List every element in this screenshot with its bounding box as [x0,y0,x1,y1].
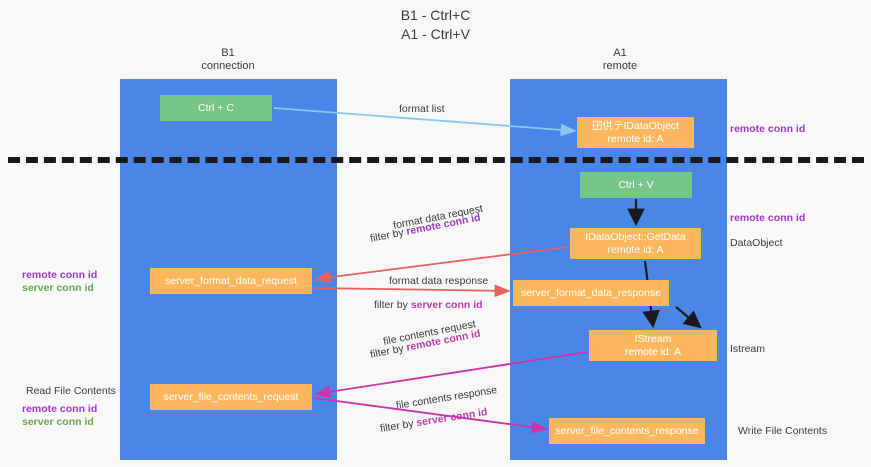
arrow-format-response-to-istream [675,306,702,329]
column-header-b1: B1 connection [118,47,338,73]
node-istream[interactable]: IStream remote id: A [589,330,717,361]
node-idataobject[interactable]: 囝供テIDataObject remote id: A [577,117,694,148]
node-server-format-data-response-label: server_format_data_response [520,286,662,299]
column-header-b1-role: connection [201,60,255,72]
node-getdata-line1: IDataObject::GetData [585,230,686,243]
edge-label-format-data-response: format data response [389,275,489,287]
node-ctrl-c-label: Ctrl + C [198,101,234,114]
node-server-format-data-request[interactable]: server_format_data_request [150,268,312,294]
column-header-a1-role: remote [602,60,638,72]
annotation-write-file-contents: Write File Contents [738,425,828,437]
node-ctrl-v-label: Ctrl + V [618,178,654,191]
node-server-file-contents-response-label: server_file_contents_response [555,424,699,437]
annotation-remote-conn-id-mid: remote conn id [730,212,806,224]
annotation-left-server-conn-id-bottom: server conn id [22,416,94,428]
arrow-file-contents-response [313,397,548,434]
annotation-remote-conn-id-top: remote conn id [730,123,806,135]
section-divider [8,157,864,163]
column-header-a1: A1 remote [510,47,730,73]
node-server-file-contents-response[interactable]: server_file_contents_response [549,418,705,444]
edge-label-format-data-response-filter: filter by server conn id [374,298,483,312]
page-title: B1 - Ctrl+C A1 - Ctrl+V [0,6,871,44]
node-getdata-line2: remote id: A [607,243,664,256]
arrow-format-data-response [313,284,511,298]
node-server-format-data-response[interactable]: server_format_data_response [513,280,669,306]
node-idataobject-line2: remote id: A [607,132,664,145]
arrow-format-data-request [314,246,569,284]
annotation-left-server-conn-id-mid: server conn id [22,282,94,294]
annotation-istream: Istream [730,343,766,355]
arrow-format-list [273,107,577,137]
node-ctrl-c[interactable]: Ctrl + C [160,95,272,121]
annotation-left-remote-conn-id-mid: remote conn id [22,269,98,281]
annotation-dataobject: DataObject [730,237,783,249]
column-header-b1-name: B1 [221,47,235,59]
edge-label-format-list: format list [399,103,445,115]
node-idataobject-line1: 囝供テIDataObject [592,119,679,132]
node-istream-line1: IStream [634,332,672,345]
arrow-file-contents-request [314,351,588,399]
filter-prefix: filter by [374,299,411,311]
node-server-file-contents-request-label: server_file_contents_request [163,390,299,403]
title-line-2: A1 - Ctrl+V [401,26,470,42]
node-istream-line2: remote id: A [624,345,682,358]
column-header-a1-name: A1 [613,47,627,59]
node-ctrl-v[interactable]: Ctrl + V [580,172,692,198]
annotation-left-remote-conn-id-bottom: remote conn id [22,403,98,415]
node-server-format-data-request-label: server_format_data_request [165,274,297,287]
annotation-read-file-contents: Read File Contents [26,385,116,397]
node-server-file-contents-request[interactable]: server_file_contents_request [150,384,312,410]
filter-key-server-conn-id: server conn id [410,299,483,311]
node-idataobject-getdata[interactable]: IDataObject::GetData remote id: A [570,228,701,259]
title-line-1: B1 - Ctrl+C [400,7,471,23]
